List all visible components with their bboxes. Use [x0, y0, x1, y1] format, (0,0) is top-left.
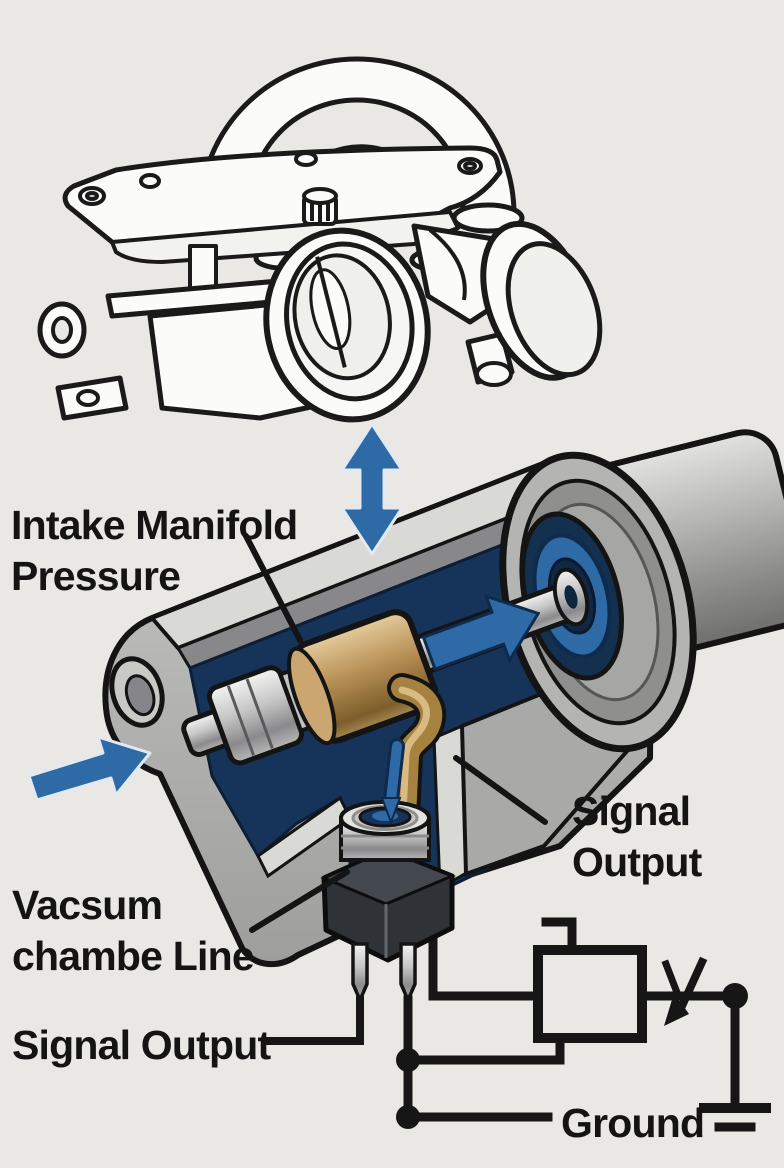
label-line: Signal Output	[12, 1022, 271, 1068]
label-signal-output-bottom: Signal Output	[12, 1020, 271, 1071]
brass-transducer-face	[286, 646, 337, 746]
flange-bolt-holes	[78, 151, 483, 206]
label-line: Intake Manifold	[11, 502, 298, 548]
map-sensor-cutaway	[102, 429, 784, 968]
pin-left	[351, 942, 369, 1002]
sensor-connector	[320, 738, 456, 1002]
wire-to-box-bottom	[403, 1037, 565, 1065]
left-foot-hole	[76, 389, 100, 407]
circuit-box	[533, 945, 647, 1043]
junction-dot	[396, 1105, 420, 1129]
mounting-hole	[109, 656, 165, 728]
shaft-hub-ring	[552, 567, 590, 627]
signal-wire-left	[264, 996, 364, 1045]
label-line: Pressure	[11, 553, 181, 599]
throttle-stop-knob	[302, 187, 338, 226]
outlet-pipe-crease	[428, 228, 467, 301]
outlet-pipe-flange-disc	[480, 220, 603, 381]
label-line: chambe Line	[12, 933, 255, 979]
sensor-shaft-assembly	[181, 583, 579, 766]
outlet-pipe-foot-end	[475, 361, 513, 387]
label-ground: Ground	[561, 1098, 705, 1149]
connector-pins	[351, 942, 417, 1002]
junction-dot	[396, 1048, 420, 1072]
label-line: Ground	[561, 1100, 705, 1146]
label-line: Vacsum	[12, 882, 163, 928]
up-down-arrow-icon	[340, 422, 404, 556]
flow-arrow-icon	[421, 593, 541, 672]
circuit-box-tab	[541, 917, 577, 955]
circuit-diagram	[264, 903, 771, 1132]
inlet-arrow-icon	[27, 735, 152, 802]
throttle-bore	[263, 227, 431, 423]
diode-icon	[661, 956, 708, 1026]
label-line: Signal	[572, 788, 691, 834]
label-signal-output-right: Signal Output	[572, 786, 702, 888]
label-intake-manifold-pressure: Intake Manifold Pressure	[11, 500, 298, 602]
vacuum-port-washers	[339, 800, 431, 862]
leader-vacuum-line	[249, 869, 350, 933]
pin-right	[399, 942, 417, 1002]
down-port-rod	[380, 738, 405, 825]
leader-intake-pressure	[243, 533, 303, 643]
leader-lines	[243, 533, 548, 933]
left-lug-hole	[51, 316, 73, 344]
brass-port-tube	[387, 673, 447, 853]
label-line: Output	[572, 839, 702, 885]
throttle-body-illustration	[37, 56, 603, 423]
leader-signal-output	[453, 755, 548, 825]
label-vacuum-chamber-line: Vacsum chambe Line	[12, 880, 255, 982]
ground-symbol-icon	[699, 991, 771, 1132]
